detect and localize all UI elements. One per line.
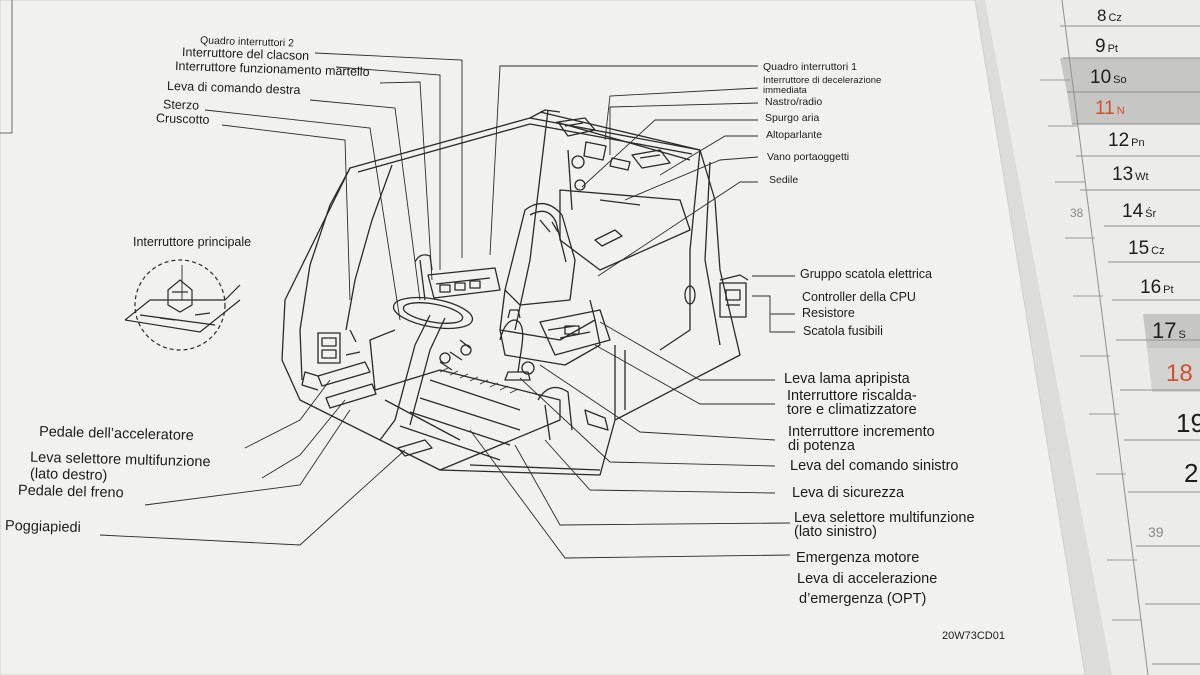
- label-leva-comando-sinistro: Leva del comando sinistro: [790, 458, 959, 474]
- label-spurgo-aria: Spurgo aria: [765, 112, 820, 124]
- label-immediata: immediata: [763, 85, 807, 96]
- label-lato-sinistro: (lato sinistro): [794, 524, 877, 540]
- label-resistore: Resistore: [802, 306, 855, 320]
- label-leva-sicurezza: Leva di sicurezza: [792, 485, 905, 501]
- label-tore-climatizzatore: tore e climatizzatore: [787, 402, 917, 418]
- label-altoparlante: Altoparlante: [766, 129, 823, 141]
- label-interruttore-principale: Interruttore principale: [133, 235, 252, 249]
- calendar-day-19: 19: [1176, 408, 1200, 438]
- label-leva-lama-apripista: Leva lama apripista: [784, 371, 910, 387]
- label-quadro-interruttori-1: Quadro interruttori 1: [763, 61, 857, 73]
- label-interruttore-riscaldatore: Interruttore riscalda-: [787, 388, 917, 404]
- calendar-page: [985, 0, 1200, 675]
- main-switch-inset: [124, 259, 241, 351]
- label-gruppo-scatola-elettrica: Gruppo scatola elettrica: [800, 267, 933, 281]
- label-vano-portaoggetti: Vano portaoggetti: [767, 151, 850, 163]
- label-sedile: Sedile: [769, 174, 799, 186]
- label-leva-accelerazione: Leva di accelerazione: [797, 571, 938, 587]
- leader-lines: [99, 52, 795, 559]
- label-lato-destro: (lato destro): [29, 465, 108, 485]
- label-emergenza-motore: Emergenza motore: [796, 550, 920, 566]
- label-controller-cpu: Controller della CPU: [802, 290, 916, 304]
- label-scatola-fusibili: Scatola fusibili: [803, 324, 883, 338]
- label-cruscotto: Cruscotto: [155, 111, 210, 127]
- label-emergenza-opt: d’emergenza (OPT): [799, 591, 927, 607]
- label-interruttore-incremento: Interruttore incremento: [788, 424, 935, 440]
- label-leva-selettore-sinistro: Leva selettore multifunzione: [794, 510, 975, 526]
- calendar-day-20: 2: [1184, 458, 1199, 488]
- label-interruttore-decelerazione: Interruttore di decelerazione: [763, 75, 882, 86]
- calendar-day-18: 18: [1166, 360, 1193, 387]
- label-poggiapiedi: Poggiapiedi: [4, 518, 82, 536]
- figure-code: 20W73CD01: [942, 630, 1005, 642]
- week-number-39: 39: [1148, 524, 1164, 540]
- cab-illustration: [281, 109, 749, 476]
- label-nastro-radio: Nastro/radio: [765, 96, 823, 108]
- week-number-38: 38: [1070, 206, 1084, 220]
- label-pedale-freno: Pedale del freno: [17, 482, 124, 502]
- label-di-potenza: di potenza: [788, 438, 855, 454]
